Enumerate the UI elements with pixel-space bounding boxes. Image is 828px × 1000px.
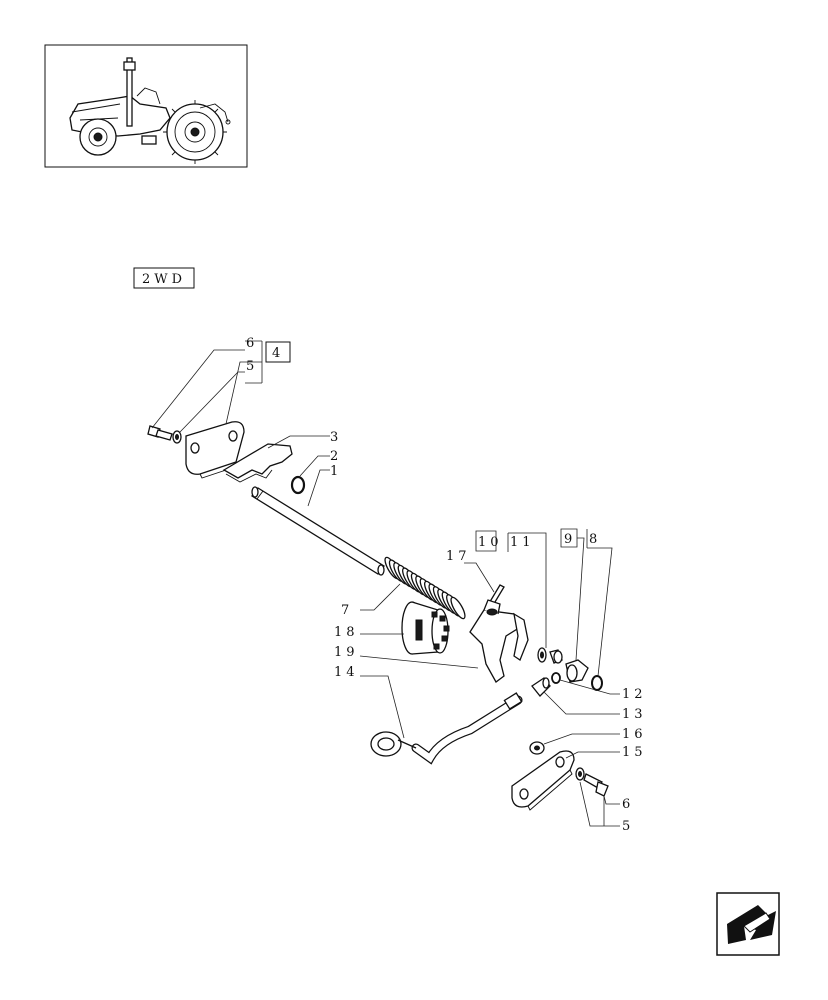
callout-1: 1 [330,464,342,479]
callout-labels: 6 5 4 3 2 1 7 18 19 14 17 10 11 9 8 12 1… [246,336,647,834]
o-ring-part-2 [290,475,306,495]
spring-part-7 [384,556,466,620]
spring-coil [450,596,466,620]
pipe-part-14 [370,692,523,765]
union-part-13 [531,677,551,697]
bracket-part-3 [222,443,293,483]
hub-part-18 [401,601,450,655]
bolt-part-6 [147,425,173,441]
callout-3: 3 [330,430,342,445]
plate-part-15 [511,750,575,811]
callout-7: 7 [341,603,353,618]
callout-8: 8 [589,532,601,547]
plug-part-9 [565,659,589,683]
washer-part-12 [551,672,561,684]
callout-10: 10 [478,535,503,550]
callout-16: 16 [622,727,647,742]
callout-11: 11 [510,535,535,550]
callout-18: 18 [334,625,359,640]
washer-part-5 [172,430,182,444]
callout-14: 14 [334,665,359,680]
leader-lines [151,340,620,827]
callout-5-bottom: 5 [622,819,634,834]
previous-page-arrow-icon[interactable] [716,892,780,956]
washer-part-5-lower [575,767,585,781]
callout-4: 4 [272,346,284,361]
tractor-thumbnail [44,44,248,168]
washer-part-11 [537,647,547,663]
washer-part-16 [529,741,545,755]
callout-12: 12 [622,687,647,702]
bolt-part-6-lower [583,773,609,797]
shift-fork-part-19 [469,599,529,683]
callout-6-top: 6 [246,336,258,351]
callout-17: 17 [446,549,471,564]
callout-2: 2 [330,449,342,464]
callout-13: 13 [622,707,647,722]
shaft-part-1 [251,486,385,576]
callout-6-bottom: 6 [622,797,634,812]
callout-15: 15 [622,745,647,760]
o-ring-part-8 [591,675,603,691]
plate-part-4 [185,421,245,479]
callout-5-top: 5 [246,359,258,374]
nut-part-10 [549,649,563,664]
2wd-badge: 2WD [133,267,195,289]
callout-9: 9 [564,532,576,547]
callout-box-4 [265,341,291,363]
callout-19: 19 [334,645,359,660]
2wd-badge-text: 2WD [142,272,186,287]
